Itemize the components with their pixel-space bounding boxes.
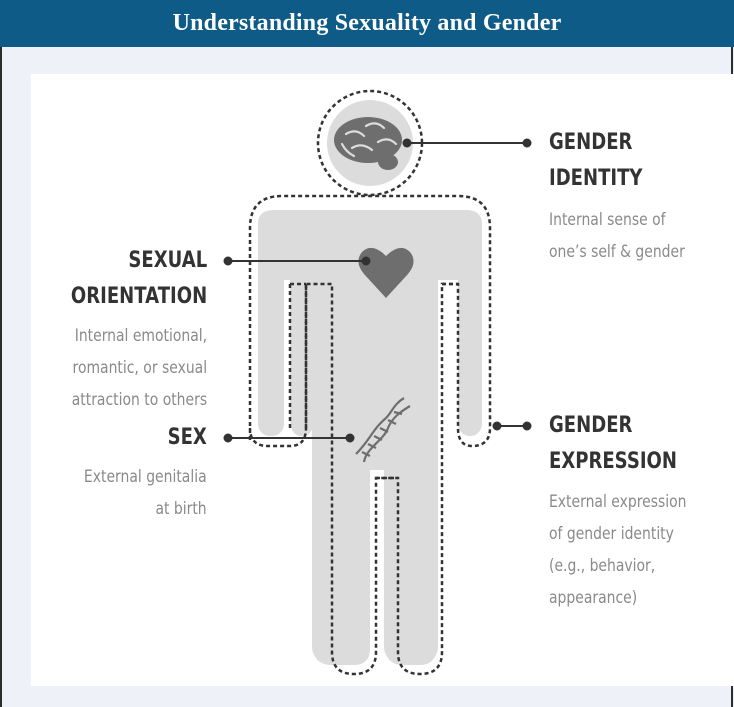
sex-label-line: SEX xyxy=(168,420,207,456)
gender-expression-desc-line: External expression xyxy=(549,486,686,518)
gender-identity-description: Internal sense of one’s self & gender xyxy=(549,204,685,268)
sexual-orientation-label-line: ORIENTATION xyxy=(71,279,207,315)
gender-expression-label-line: EXPRESSION xyxy=(549,444,677,480)
sexual-orientation-label-line: SEXUAL xyxy=(71,243,207,279)
sex-description: External genitalia at birth xyxy=(84,461,207,525)
connector-gender-expression xyxy=(494,423,531,430)
gender-expression-desc-line: of gender identity xyxy=(549,518,686,550)
gender-identity-desc-line: Internal sense of xyxy=(549,204,685,236)
sexual-orientation-desc-line: romantic, or sexual xyxy=(72,352,207,384)
gender-expression-desc-line: appearance) xyxy=(549,582,686,614)
sexual-orientation-label: SEXUAL ORIENTATION xyxy=(71,243,207,315)
sexual-orientation-description: Internal emotional, romantic, or sexual … xyxy=(72,320,207,416)
gender-identity-desc-line: one’s self & gender xyxy=(549,236,685,268)
gender-expression-label-line: GENDER xyxy=(549,408,677,444)
gender-identity-label-line: IDENTITY xyxy=(549,161,643,197)
gender-expression-label: GENDER EXPRESSION xyxy=(549,408,677,480)
gender-expression-desc-line: (e.g., behavior, xyxy=(549,550,686,582)
sex-desc-line: External genitalia xyxy=(84,461,207,493)
gender-identity-label-line: GENDER xyxy=(549,125,643,161)
sex-label: SEX xyxy=(168,420,207,456)
sexual-orientation-desc-line: Internal emotional, xyxy=(72,320,207,352)
sex-desc-line: at birth xyxy=(84,493,207,525)
sexual-orientation-desc-line: attraction to others xyxy=(72,384,207,416)
gender-expression-description: External expression of gender identity (… xyxy=(549,486,686,614)
gender-identity-label: GENDER IDENTITY xyxy=(549,125,643,197)
